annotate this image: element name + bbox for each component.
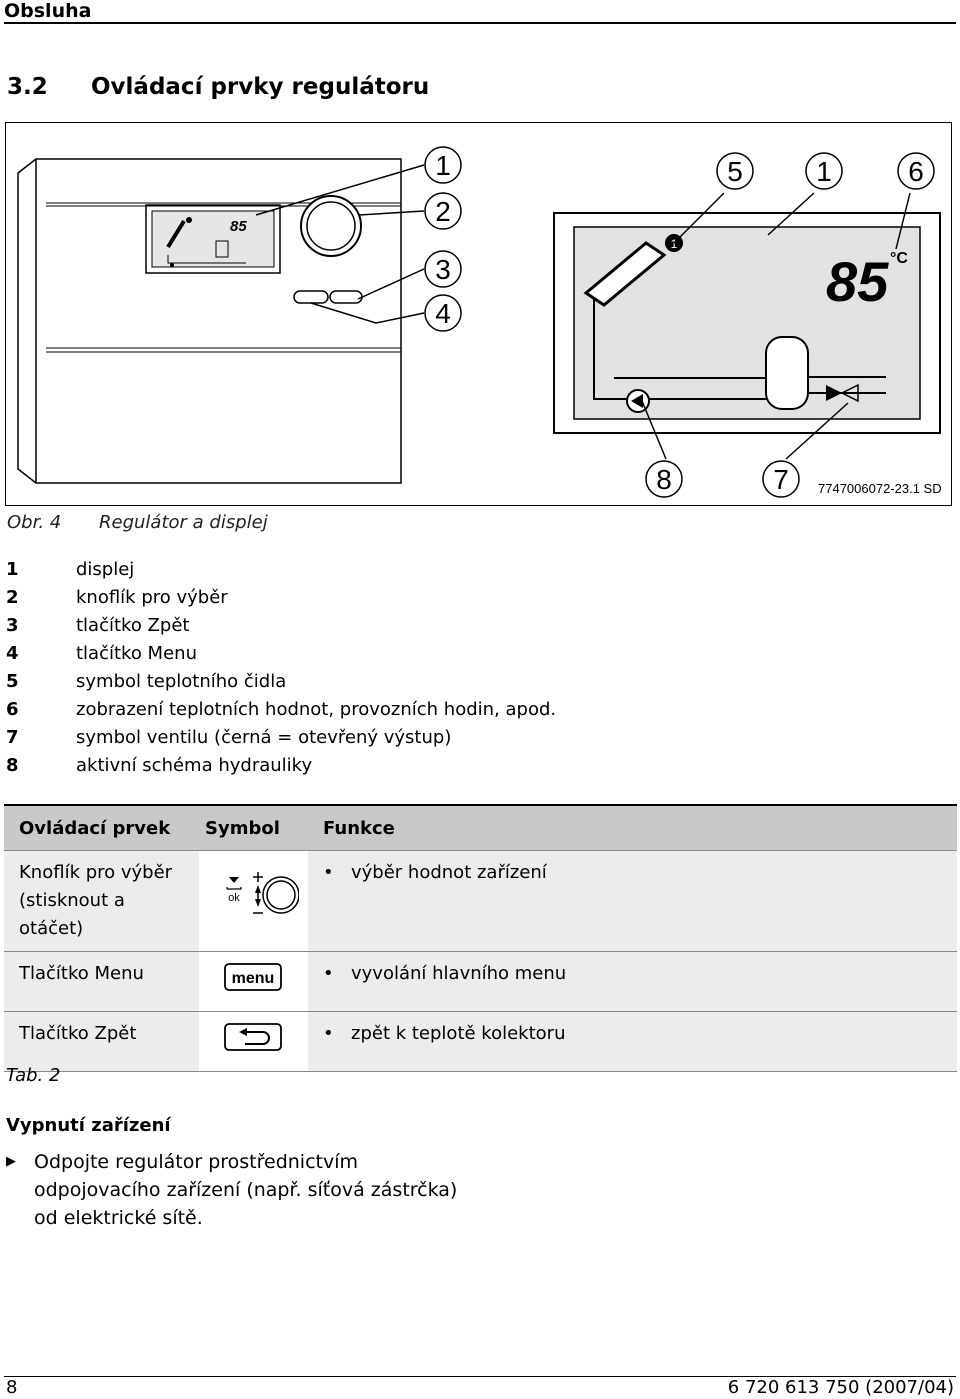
page-number: 8 xyxy=(6,1377,18,1398)
controller-housing xyxy=(17,158,402,484)
large-display-unit: °C xyxy=(890,250,908,267)
image-code: 7747006072-23.1 SD xyxy=(818,481,942,496)
section-number: 3.2 xyxy=(7,74,48,100)
row-function: •výběr hodnot zařízení xyxy=(308,850,957,952)
large-display-readout: 85 xyxy=(826,250,889,313)
header-symbol: Symbol xyxy=(199,804,308,851)
table-row: Tlačítko Zpět •zpět k teplotě kolektoru xyxy=(4,1011,957,1072)
row-control: Knoflík pro výběr (stisknout a otáčet) xyxy=(4,850,199,952)
ok-label: ok xyxy=(228,892,240,904)
callout-6: 6 xyxy=(908,156,924,187)
footer-rule xyxy=(4,1376,956,1377)
header-rule xyxy=(4,22,956,24)
header-control: Ovládací prvek xyxy=(4,804,199,851)
callouts-right: 5 1 6 8 7 xyxy=(645,152,935,498)
row-control: Tlačítko Menu xyxy=(4,951,199,1012)
callout-1-right: 1 xyxy=(816,156,832,187)
callout-1: 1 xyxy=(435,150,451,181)
back-key-icon xyxy=(223,1023,282,1051)
controller-illustration: 85 1 2 3 4 xyxy=(17,146,942,498)
shutdown-instruction: ▶ Odpojte regulátor prostřednictvím odpo… xyxy=(6,1148,464,1232)
row-function: •vyvolání hlavního menu xyxy=(308,951,957,1012)
figure-caption-text: Regulátor a displej xyxy=(99,512,268,533)
housing-buttons xyxy=(293,290,363,304)
figure-frame: 85 1 2 3 4 xyxy=(5,122,952,506)
callout-5: 5 xyxy=(727,156,743,187)
figure-caption-number: Obr. 4 xyxy=(7,512,62,533)
hydraulic-schema xyxy=(593,299,886,410)
section-title: 3.2 Ovládací prvky regulátoru xyxy=(7,74,429,100)
shutdown-heading: Vypnutí zařízení xyxy=(6,1115,171,1136)
svg-text:1: 1 xyxy=(671,237,678,251)
table-row: Tlačítko Menu menu •vyvolání hlavního me… xyxy=(4,951,957,1012)
large-display: 1 85 °C xyxy=(553,212,941,434)
small-display-readout: 85 xyxy=(230,218,247,235)
small-display: 85 xyxy=(145,204,281,274)
header-function: Funkce xyxy=(308,804,957,851)
shutdown-instruction-text: Odpojte regulátor prostřednictvím odpojo… xyxy=(34,1151,458,1229)
row-function: •zpět k teplotě kolektoru xyxy=(308,1011,957,1072)
header-section-label: Obsluha xyxy=(4,0,92,22)
controls-table: Ovládací prvek Symbol Funkce Knoflík pro… xyxy=(4,804,957,1072)
selector-knob-icon: ok xyxy=(225,871,300,914)
table-header-row: Ovládací prvek Symbol Funkce xyxy=(4,804,957,851)
arrow-bullet-icon: ▶ xyxy=(6,1154,16,1169)
row-symbol: ok xyxy=(199,850,308,952)
row-symbol: menu xyxy=(199,951,308,1012)
table-caption: Tab. 2 xyxy=(6,1065,61,1086)
leader-lines-right xyxy=(641,192,911,460)
callout-3: 3 xyxy=(435,254,451,285)
section-title-text: Ovládací prvky regulátoru xyxy=(91,74,430,100)
table-row: Knoflík pro výběr (stisknout a otáčet) o… xyxy=(4,850,957,952)
callout-2: 2 xyxy=(435,196,451,227)
selector-knob xyxy=(300,195,362,257)
leader-lines-left xyxy=(255,164,425,324)
callout-4: 4 xyxy=(435,298,451,329)
callout-7: 7 xyxy=(773,464,789,495)
row-control: Tlačítko Zpět xyxy=(4,1011,199,1072)
document-code: 6 720 613 750 (2007/04) xyxy=(727,1377,954,1398)
menu-key-label: menu xyxy=(231,970,274,987)
figure-caption: Obr. 4 Regulátor a displej xyxy=(7,512,268,533)
callouts-left: 1 2 3 4 xyxy=(424,146,462,332)
menu-key-icon: menu xyxy=(223,963,282,991)
valve-icon xyxy=(826,385,842,401)
callout-8: 8 xyxy=(656,464,672,495)
row-symbol xyxy=(199,1011,308,1072)
